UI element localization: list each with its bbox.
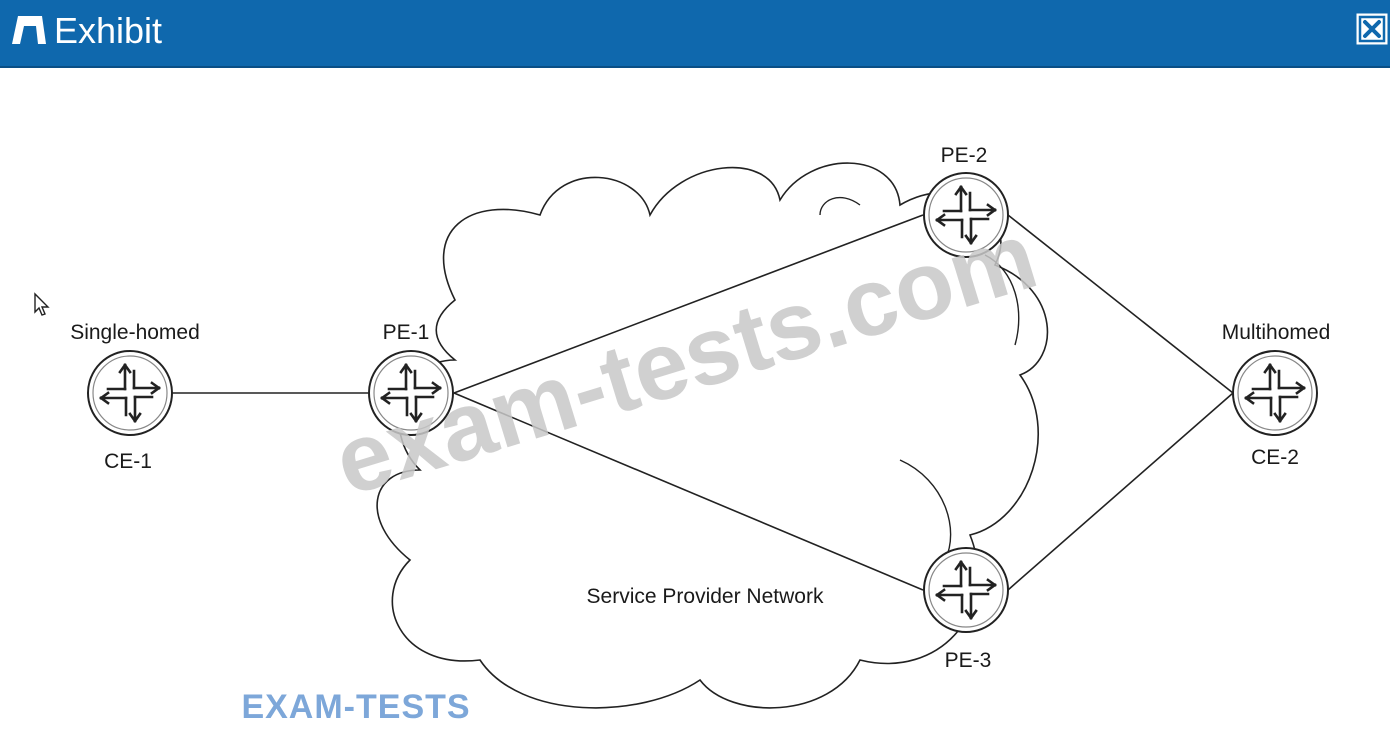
cloud-label: Service Provider Network [587, 585, 824, 608]
pe3-label: PE-3 [945, 649, 992, 672]
close-icon[interactable] [1356, 13, 1388, 45]
exhibit-icon [12, 16, 46, 44]
network-diagram: Single-homed CE-1 PE-1 PE-2 PE-3 Multiho… [0, 70, 1390, 734]
link-pe1-pe3 [453, 392, 924, 591]
title-bar: Exhibit [0, 0, 1390, 68]
window-title: Exhibit [54, 10, 163, 51]
service-provider-cloud [376, 162, 1049, 709]
ce2-label: CE-2 [1251, 446, 1299, 469]
pe1-label: PE-1 [383, 321, 430, 344]
ce1-label: CE-1 [104, 450, 152, 473]
mouse-cursor-icon [34, 292, 50, 316]
ce1-caption: Single-homed [70, 321, 200, 344]
logo-watermark: EXAM-TESTS [241, 688, 470, 726]
router-ce1-icon [86, 349, 174, 437]
router-pe3-icon [922, 546, 1010, 634]
router-ce2-icon [1231, 349, 1319, 437]
pe2-label: PE-2 [941, 144, 988, 167]
link-pe1-pe2 [453, 214, 924, 394]
link-pe2-ce2 [1007, 214, 1234, 394]
link-pe3-ce2 [1007, 392, 1234, 591]
ce2-caption: Multihomed [1222, 321, 1331, 344]
